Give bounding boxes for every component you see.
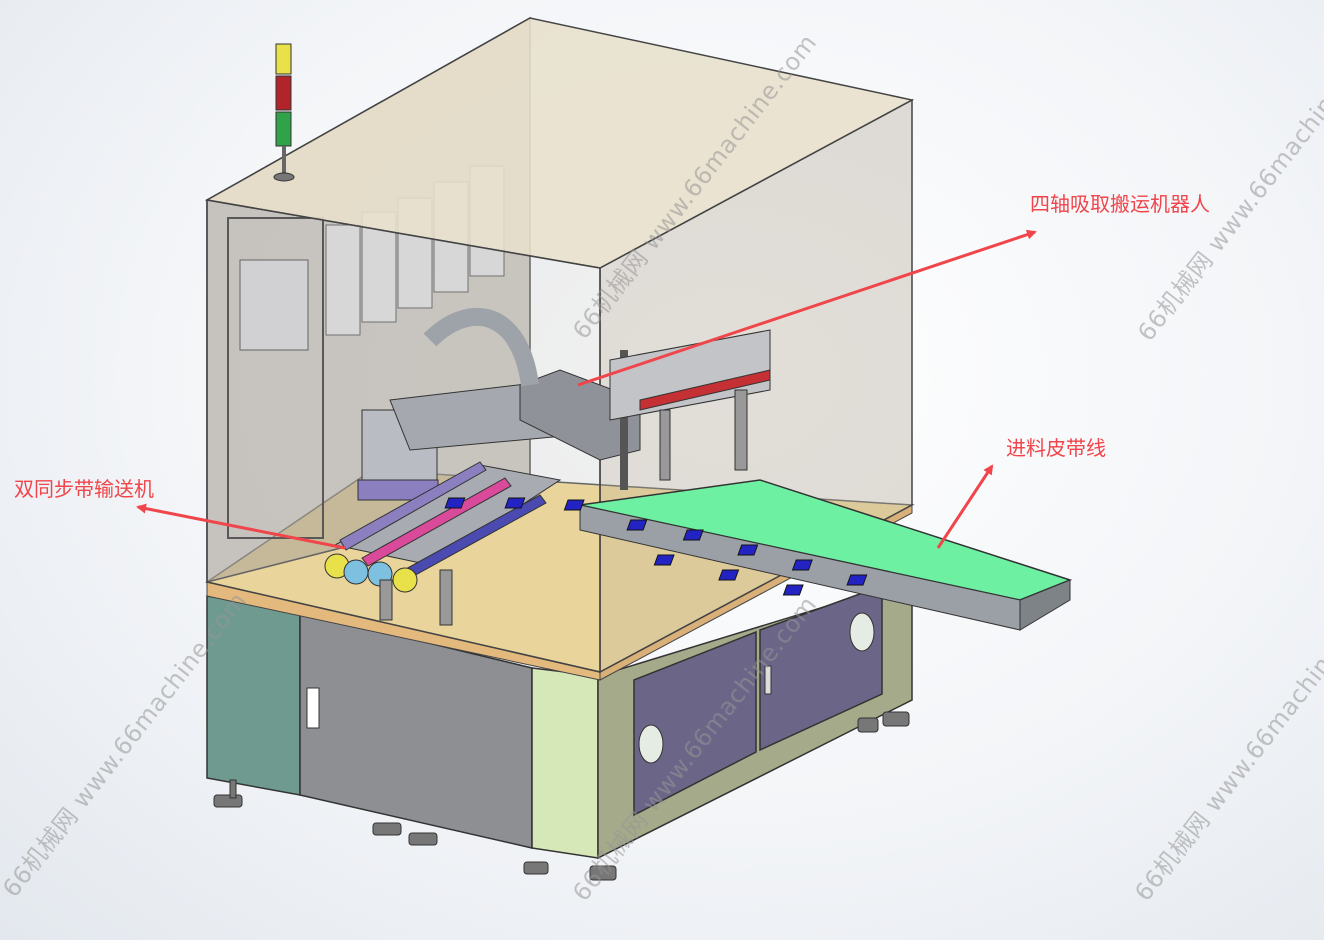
arrow-feed-belt	[936, 464, 994, 549]
vent-hole-2	[849, 612, 875, 652]
label-feed-belt: 进料皮带线	[1006, 436, 1106, 460]
label-robot: 四轴吸取搬运机器人	[1030, 192, 1210, 216]
cabinet-right-door-1	[633, 630, 757, 817]
dual-belt-conveyor	[324, 461, 562, 626]
lower-cabinet	[206, 578, 913, 860]
callout-arrows	[136, 229, 1037, 550]
scara-robot	[357, 307, 641, 501]
arrow-robot	[577, 229, 1037, 387]
cabinet-side-panel	[531, 667, 599, 859]
product-trays	[444, 497, 868, 596]
vent-hole-1	[638, 724, 664, 764]
label-dual-conveyor: 双同步带输送机	[14, 477, 154, 501]
leveling-feet	[213, 711, 910, 881]
electrical-box	[239, 259, 309, 351]
arrow-dual-conveyor	[136, 503, 346, 550]
door-latch	[764, 665, 772, 695]
door-handle	[306, 687, 320, 729]
infeed-belt-line	[444, 479, 1073, 631]
signal-tower-light	[273, 43, 295, 182]
